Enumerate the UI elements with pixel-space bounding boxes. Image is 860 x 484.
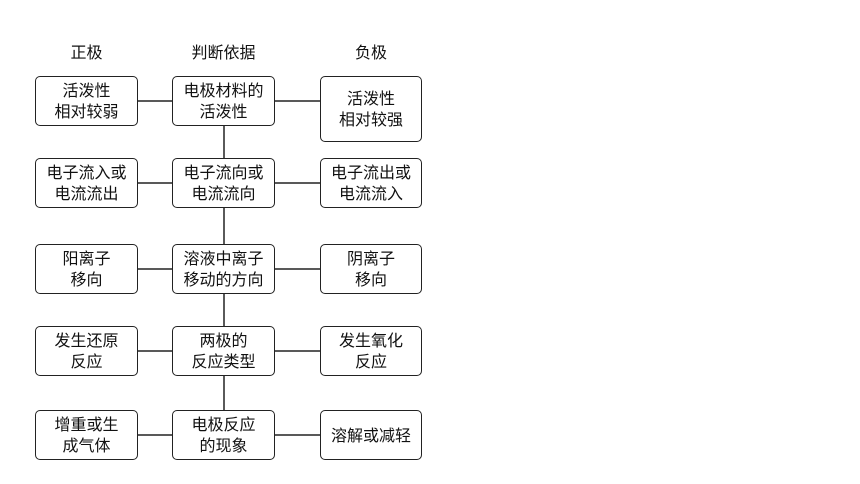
box-text-line: 电子流出或: [330, 163, 411, 182]
box-text-line: 反应: [354, 352, 387, 371]
box-text-line: 成气体: [62, 436, 111, 455]
box-text-line: 反应类型: [191, 352, 256, 371]
row2-positive-box: 电子流入或 电流流出: [35, 158, 138, 208]
box-text-line: 的现象: [199, 436, 248, 455]
box-text-line: 溶解或减轻: [330, 425, 411, 445]
box-text-line: 电流流入: [338, 184, 403, 203]
header-negative: 负极: [354, 43, 387, 62]
box-text-line: 相对较弱: [54, 102, 119, 121]
row2-basis-box: 电子流向或 电流流向: [172, 158, 275, 208]
row3-negative-box: 阴离子 移向: [320, 244, 422, 294]
row1-negative-box: 活泼性 相对较强: [320, 76, 422, 142]
box-text-line: 移动的方向: [183, 270, 264, 289]
box-text-line: 阴离子: [346, 249, 395, 268]
box-text-line: 电极材料的: [183, 81, 264, 100]
row4-basis-box: 两极的 反应类型: [172, 326, 275, 376]
box-text-line: 阳离子: [62, 249, 111, 268]
box-text-line: 电子流向或: [183, 163, 264, 182]
row5-positive-box: 增重或生 成气体: [35, 410, 138, 460]
row1-basis-box: 电极材料的 活泼性: [172, 76, 275, 126]
header-basis: 判断依据: [191, 43, 256, 62]
box-text-line: 移向: [70, 270, 103, 289]
box-text-line: 发生还原: [54, 331, 119, 350]
box-text-line: 活泼性: [346, 89, 395, 108]
box-text-line: 发生氧化: [338, 331, 403, 350]
row5-negative-box: 溶解或减轻: [320, 410, 422, 460]
row1-positive-box: 活泼性 相对较弱: [35, 76, 138, 126]
box-text-line: 电极反应: [191, 415, 256, 434]
header-positive: 正极: [70, 43, 103, 62]
box-text-line: 反应: [70, 352, 103, 371]
box-text-line: 活泼性: [199, 102, 248, 121]
row4-positive-box: 发生还原 反应: [35, 326, 138, 376]
row2-negative-box: 电子流出或 电流流入: [320, 158, 422, 208]
box-text-line: 电流流出: [54, 184, 119, 203]
row3-basis-box: 溶液中离子 移动的方向: [172, 244, 275, 294]
row4-negative-box: 发生氧化 反应: [320, 326, 422, 376]
box-text-line: 溶液中离子: [183, 249, 264, 268]
box-text-line: 活泼性: [62, 81, 111, 100]
box-text-line: 增重或生: [54, 415, 119, 434]
box-text-line: 相对较强: [338, 110, 403, 129]
box-text-line: 电流流向: [191, 184, 256, 203]
row5-basis-box: 电极反应 的现象: [172, 410, 275, 460]
box-text-line: 移向: [354, 270, 387, 289]
box-text-line: 电子流入或: [46, 163, 127, 182]
row3-positive-box: 阳离子 移向: [35, 244, 138, 294]
box-text-line: 两极的: [199, 331, 248, 350]
